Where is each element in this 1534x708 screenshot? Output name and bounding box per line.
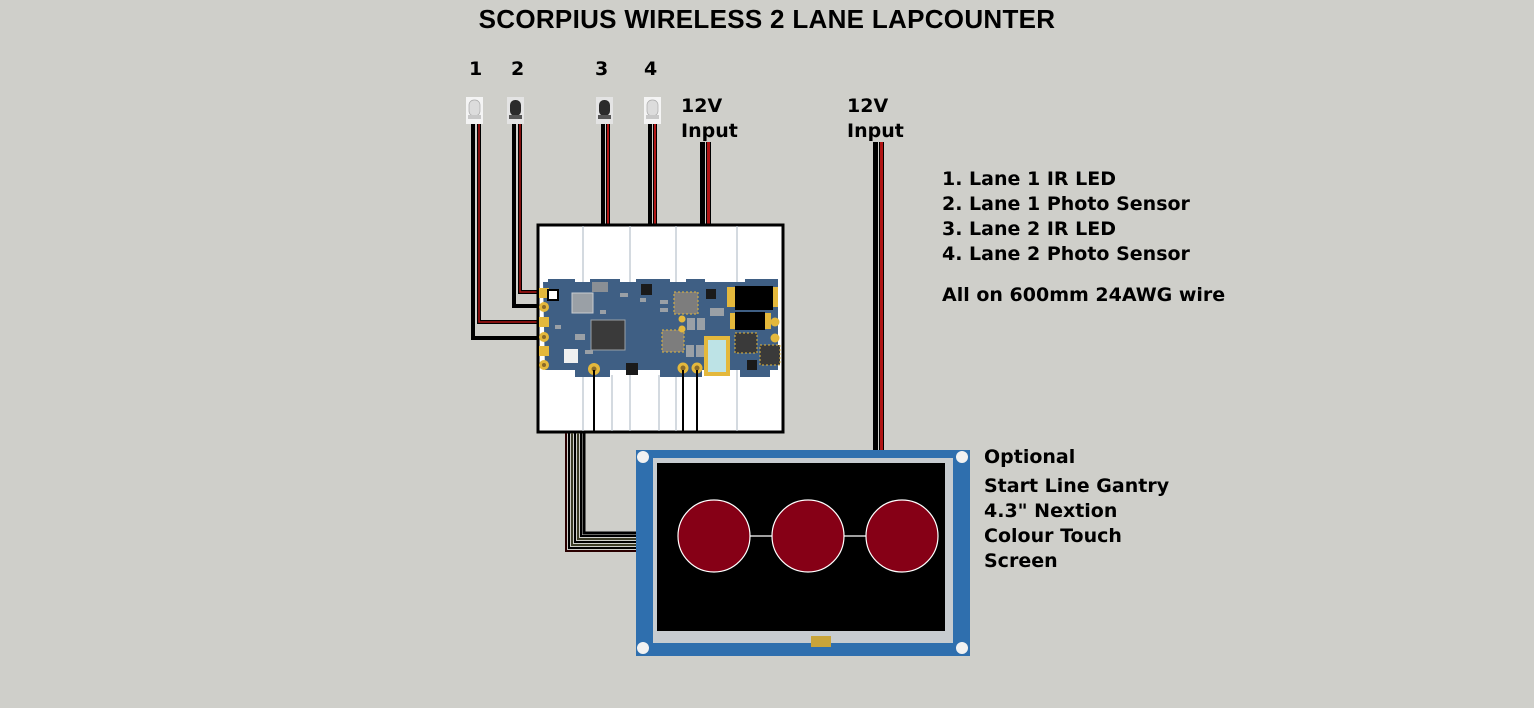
sensor-legend: 1. Lane 1 IR LED 2. Lane 1 Photo Sensor … — [942, 167, 1225, 308]
display-optional-label: Optional — [984, 446, 1076, 468]
display-line: Start Line Gantry — [984, 475, 1170, 497]
start-light-3 — [865, 499, 939, 573]
sensor-4-clear-led-icon — [644, 97, 661, 124]
power-input-label-screen: 12V Input — [847, 94, 904, 144]
board-power-wire — [700, 142, 711, 224]
sensor-3-dark-sensor-icon — [596, 97, 613, 124]
pcb — [539, 279, 781, 377]
sensor-number-4: 4 — [644, 58, 658, 80]
display-line: Colour Touch — [984, 525, 1122, 547]
power-voltage: 12V — [847, 95, 889, 117]
legend-item: 1. Lane 1 IR LED — [942, 168, 1117, 190]
sensor-4-wire — [648, 122, 657, 224]
power-input-text: Input — [847, 120, 904, 142]
screen-power-wire — [873, 142, 884, 450]
ribbon-cable — [565, 433, 640, 552]
start-light-2 — [771, 499, 845, 573]
sensor-number-1: 1 — [469, 58, 483, 80]
sensor-number-2: 2 — [511, 58, 525, 80]
legend-item: 4. Lane 2 Photo Sensor — [942, 243, 1190, 265]
nextion-display — [636, 450, 970, 656]
wire-note: All on 600mm 24AWG wire — [942, 284, 1226, 306]
power-input-label-board: 12V Input — [681, 94, 738, 144]
display-line: 4.3" Nextion — [984, 500, 1118, 522]
sensor-2-dark-sensor-icon — [507, 97, 524, 124]
legend-item: 2. Lane 1 Photo Sensor — [942, 193, 1190, 215]
sensor-1-clear-led-icon — [466, 97, 483, 124]
sensor-3-wire — [601, 122, 610, 224]
lapcounter-board — [536, 223, 785, 434]
display-description: Optional Start Line Gantry 4.3" Nextion … — [984, 445, 1169, 574]
display-line: Screen — [984, 550, 1058, 572]
legend-item: 3. Lane 2 IR LED — [942, 218, 1117, 240]
sensor-1-wire — [471, 122, 545, 340]
power-voltage: 12V — [681, 95, 723, 117]
diagram-title: SCORPIUS WIRELESS 2 LANE LAPCOUNTER — [478, 4, 1056, 34]
start-light-1 — [677, 499, 751, 573]
sensor-number-3: 3 — [595, 58, 609, 80]
power-input-text: Input — [681, 120, 738, 142]
